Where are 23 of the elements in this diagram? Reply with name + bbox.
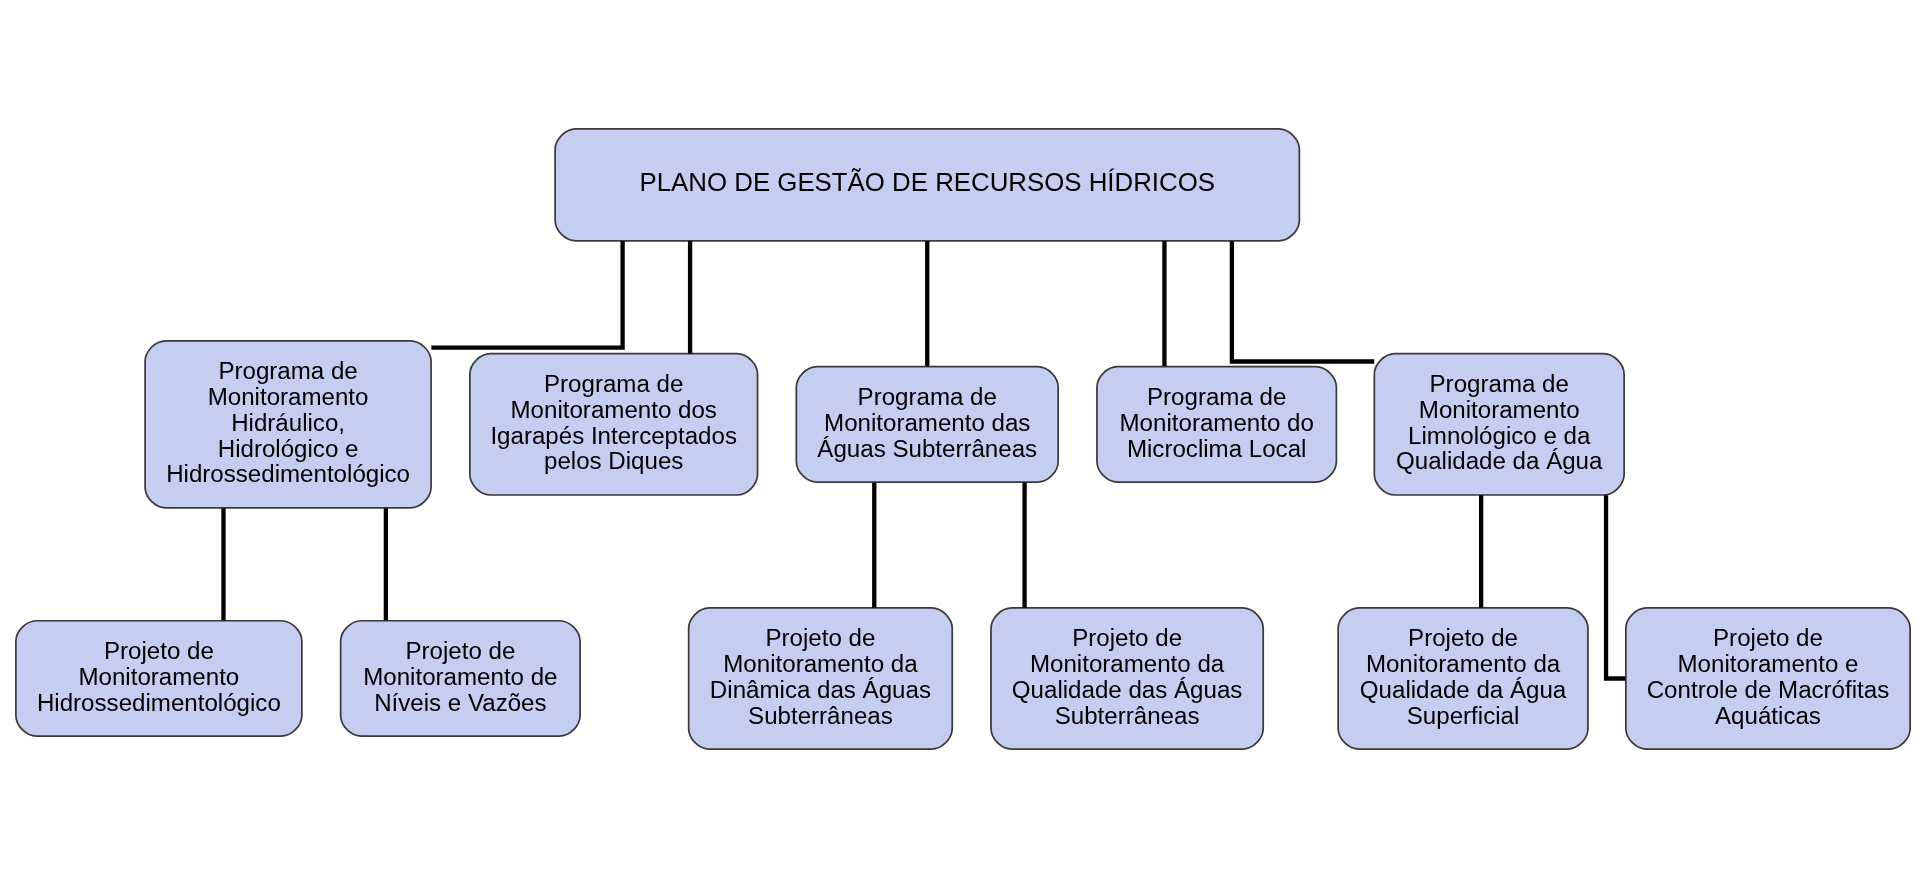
node-box: Projeto de Monitoramento Hidrossedimentológico bbox=[15, 619, 303, 737]
connector bbox=[1022, 482, 1027, 608]
node-box: Programa de Monitoramento dos Igarapés Interceptados pelos Diques bbox=[468, 352, 759, 496]
connector bbox=[431, 240, 625, 350]
connector bbox=[687, 240, 693, 354]
node-box: Programa de Monitoramento do Microclima Local bbox=[1096, 365, 1338, 483]
node-box: Projeto de Monitoramento e Controle de Macrófitas Aquáticas bbox=[1625, 606, 1911, 750]
node-box: Projeto de Monitoramento da Qualidade das Águas Subterrâneas bbox=[990, 606, 1265, 750]
connector bbox=[383, 507, 388, 620]
node-box: Programa de Monitoramento Hidráulico, Hidrológico e Hidrossedimentológico bbox=[144, 339, 432, 509]
node-box: Projeto de Monitoramento da Dinâmica das Águas Subterrâneas bbox=[687, 606, 954, 750]
connector bbox=[1229, 240, 1375, 364]
connector bbox=[1603, 494, 1626, 681]
connector bbox=[872, 482, 877, 608]
connector bbox=[925, 240, 930, 366]
node-box: Programa de Monitoramento Limnológico e da Qualidade da Água bbox=[1373, 352, 1625, 496]
connector bbox=[221, 507, 226, 620]
connector bbox=[1479, 494, 1484, 608]
node-box: Programa de Monitoramento das Águas Subterrâneas bbox=[795, 365, 1060, 483]
connector bbox=[1162, 240, 1167, 366]
node-box: Projeto de Monitoramento de Níveis e Vazões bbox=[339, 619, 581, 737]
node-box: PLANO DE GESTÃO DE RECURSOS HÍDRICOS bbox=[554, 127, 1301, 242]
node-box: Projeto de Monitoramento da Qualidade da Água Superficial bbox=[1337, 606, 1589, 750]
